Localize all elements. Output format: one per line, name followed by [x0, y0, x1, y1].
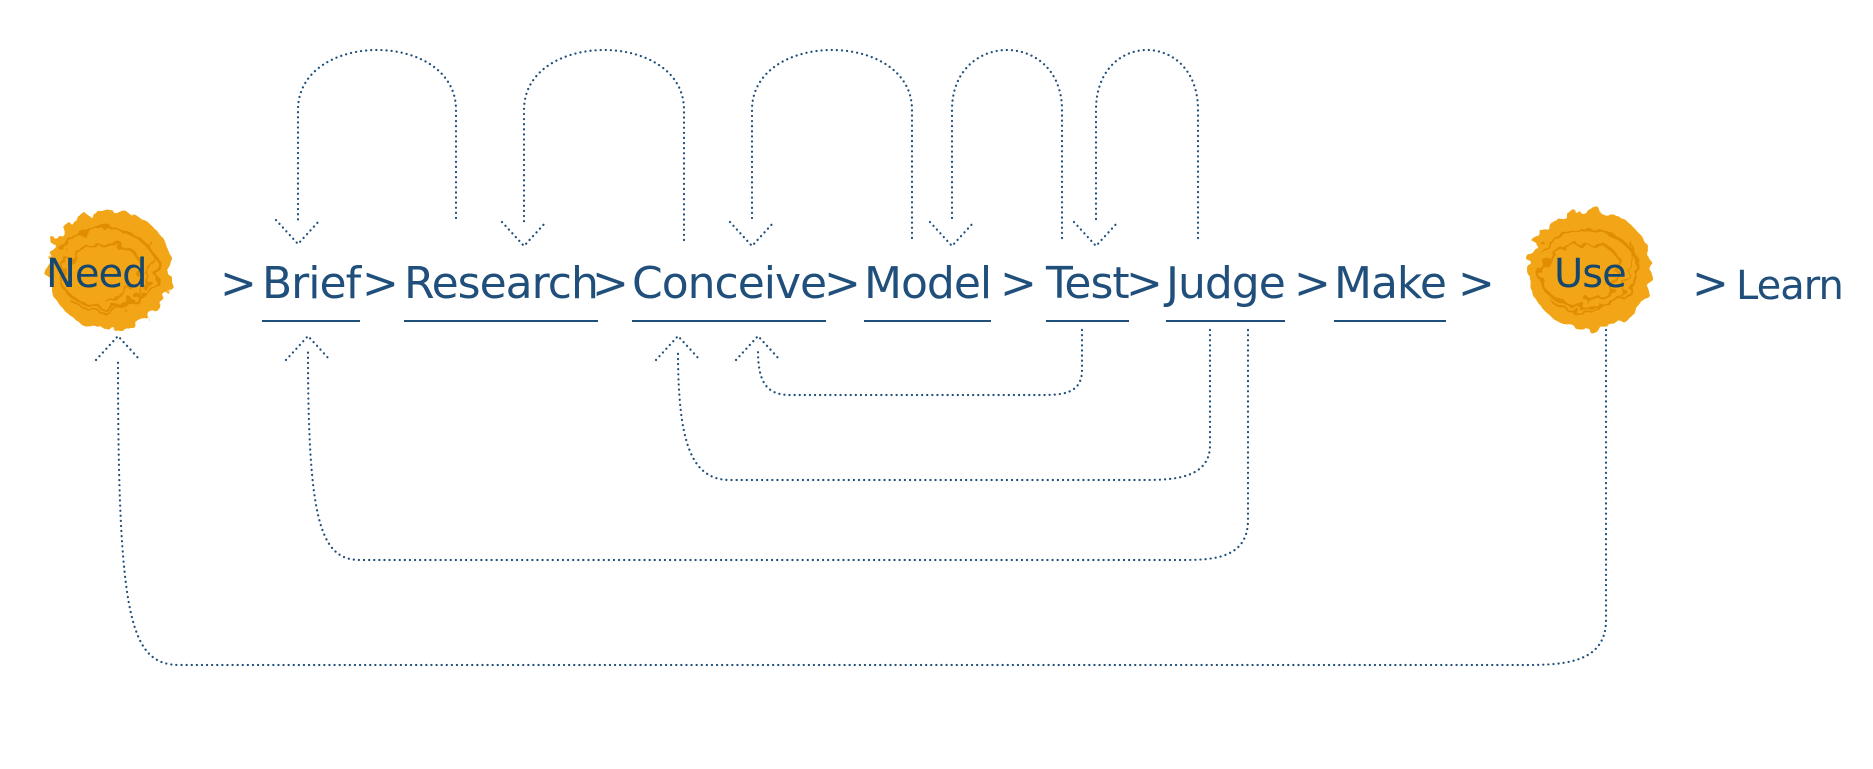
stage-model: Model	[864, 262, 992, 322]
separator-arrow: >	[1000, 258, 1037, 309]
stage-need: Need	[46, 251, 148, 297]
loop-test-to-conceive	[756, 328, 1084, 397]
separator-arrow: >	[592, 258, 629, 309]
stage-make: Make	[1334, 262, 1447, 322]
stage-judge: Judge	[1166, 262, 1286, 322]
separator-arrow: >	[1692, 258, 1729, 309]
separator-arrow: >	[362, 258, 399, 309]
loop-judge-to-brief	[306, 328, 1250, 562]
stage-research: Research	[404, 262, 599, 322]
stage-test: Test	[1046, 262, 1130, 322]
separator-arrow: >	[1458, 258, 1495, 309]
need-blob	[48, 210, 172, 330]
stage-learn: Learn	[1736, 263, 1844, 309]
loop-conceive-to-research	[522, 48, 686, 242]
stage-brief: Brief	[262, 262, 361, 322]
stage-use: Use	[1554, 251, 1627, 297]
loop-use-to-need	[116, 328, 1608, 667]
separator-arrow: >	[1294, 258, 1331, 309]
loop-research-to-brief	[296, 48, 458, 222]
separator-arrow: >	[220, 258, 257, 309]
loop-judge-to-test	[1094, 49, 1200, 240]
separator-arrow: >	[1126, 258, 1163, 309]
use-blob	[1528, 210, 1652, 330]
stage-conceive: Conceive	[632, 262, 827, 322]
separator-arrow: >	[824, 258, 861, 309]
loop-test-to-model	[950, 49, 1064, 240]
loop-model-to-conceive	[750, 48, 914, 240]
